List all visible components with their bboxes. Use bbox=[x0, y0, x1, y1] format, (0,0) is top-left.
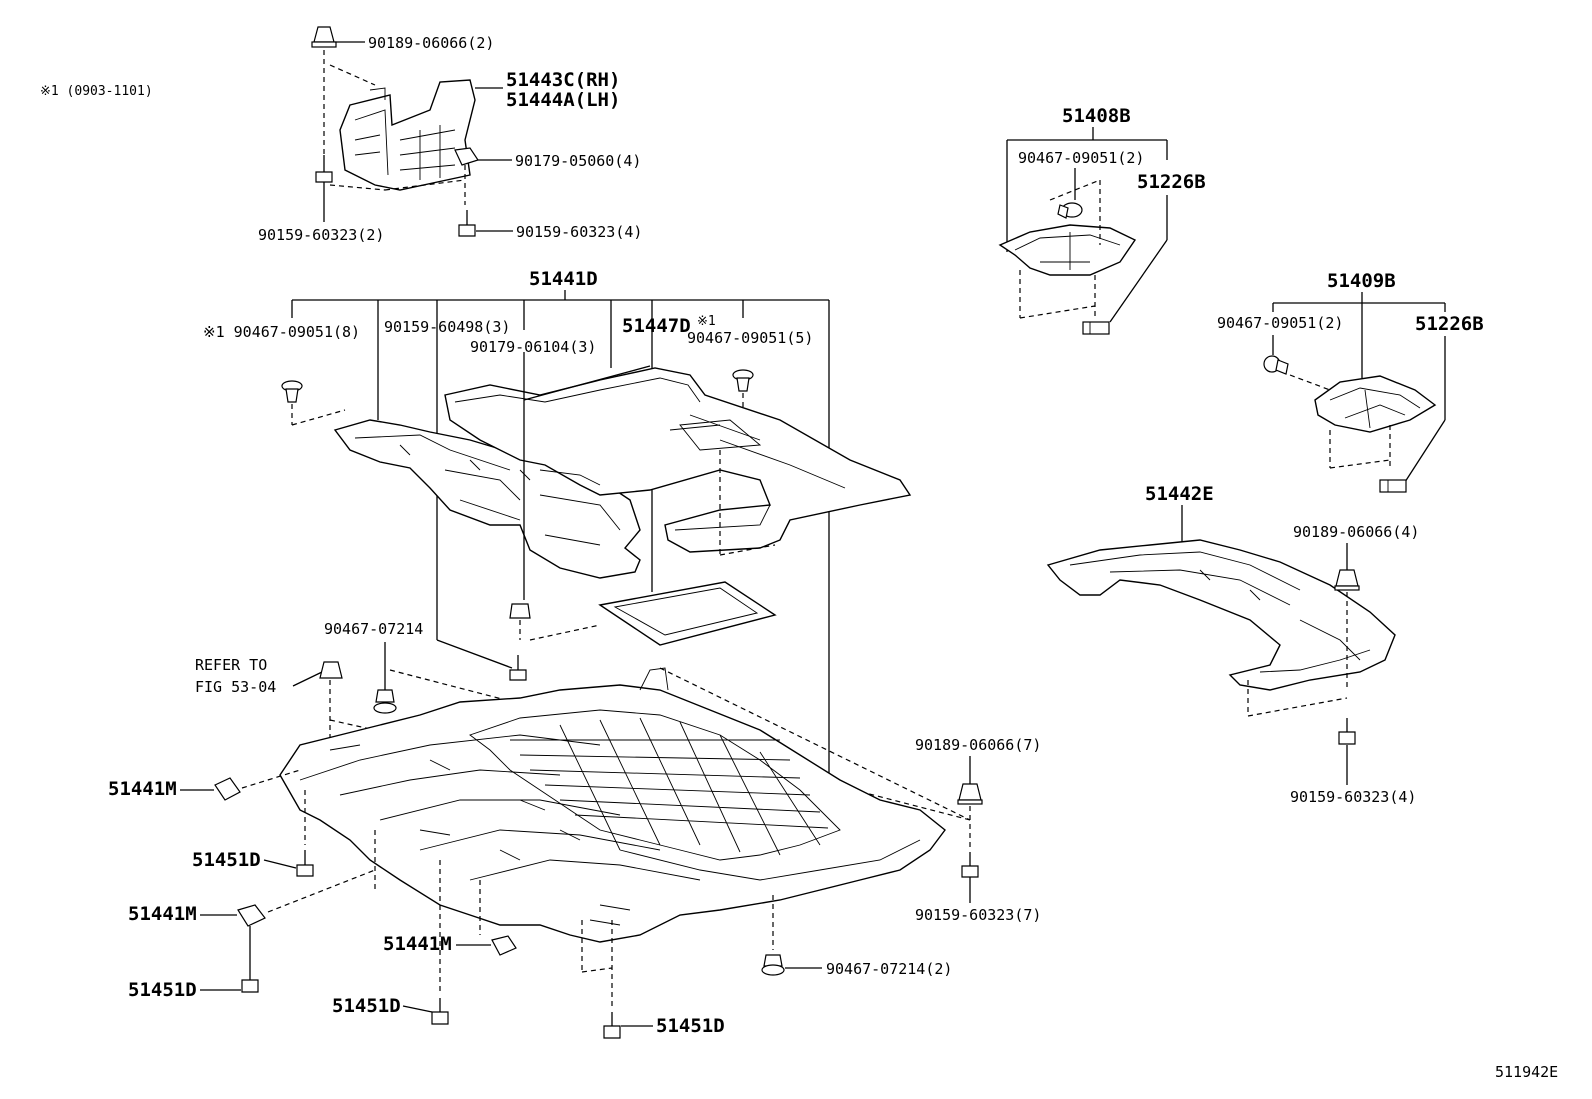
clip-90467-51408B bbox=[1057, 202, 1083, 219]
clip-51226B-b bbox=[1379, 479, 1407, 493]
label-90159-60323-7: 90159-60323(7) bbox=[915, 906, 1041, 924]
label-90179-06104-3: 90179-06104(3) bbox=[470, 338, 596, 356]
label-51447D: 51447D bbox=[622, 315, 691, 337]
bolt-90159-60323-7 bbox=[961, 852, 979, 878]
label-51451D-c: 51451D bbox=[332, 995, 401, 1017]
label-51451D-d: 51451D bbox=[656, 1015, 725, 1037]
bolt-90159-60323-4b bbox=[1338, 718, 1356, 745]
label-51442E: 51442E bbox=[1145, 483, 1214, 505]
clip-90189-06066-4 bbox=[1334, 569, 1360, 591]
label-90159-60323-2: 90159-60323(2) bbox=[258, 226, 384, 244]
bolt-51451D-b bbox=[241, 968, 259, 993]
label-51451D-b: 51451D bbox=[128, 979, 197, 1001]
clip-refer-fig bbox=[319, 661, 343, 679]
label-51441M-a: 51441M bbox=[108, 778, 177, 800]
label-90159-60323-4b: 90159-60323(4) bbox=[1290, 788, 1416, 806]
clip-90467-07214-bottom bbox=[761, 954, 785, 976]
label-90159-60498-3: 90159-60498(3) bbox=[384, 318, 510, 336]
gasket-51447D bbox=[444, 367, 912, 553]
label-51226B-a: 51226B bbox=[1137, 171, 1206, 193]
label-90467-07214: 90467-07214 bbox=[324, 620, 423, 638]
nut-51441M-c bbox=[491, 935, 517, 956]
nut-51441M-b bbox=[237, 904, 266, 927]
clip-90467-07214-top bbox=[373, 689, 397, 714]
label-51443C: 51443C(RH) bbox=[506, 69, 620, 91]
clip-90189-06066-7 bbox=[957, 783, 983, 805]
label-90467-09051-8: ※1 90467-09051(8) bbox=[203, 323, 360, 341]
nut-51441M-a bbox=[214, 777, 241, 801]
cover-51409B bbox=[1314, 375, 1437, 433]
clip-90189-top bbox=[311, 26, 337, 48]
label-51441M-c: 51441M bbox=[383, 933, 452, 955]
label-51408B: 51408B bbox=[1062, 105, 1131, 127]
under-cover-51441D bbox=[333, 419, 641, 579]
clip-51226B-a bbox=[1082, 321, 1110, 335]
bolt-90159-left bbox=[315, 155, 333, 183]
clip-90467-right bbox=[732, 369, 754, 392]
label-90189-06066-7: 90189-06066(7) bbox=[915, 736, 1041, 754]
label-51451D-a: 51451D bbox=[192, 849, 261, 871]
label-90467-09051-2b: 90467-09051(2) bbox=[1217, 314, 1343, 332]
label-51409B: 51409B bbox=[1327, 270, 1396, 292]
label-90467-09051-5: 90467-09051(5) bbox=[687, 329, 813, 347]
label-90179-05060-4: 90179-05060(4) bbox=[515, 152, 641, 170]
label-51444A: 51444A(LH) bbox=[506, 89, 620, 111]
clip-90467-51409B bbox=[1263, 355, 1289, 375]
bolt-51451D-d bbox=[603, 1012, 621, 1039]
under-cover-main bbox=[279, 667, 946, 943]
bolt-90159-right bbox=[458, 210, 476, 237]
refer-to-text: REFER TO bbox=[195, 656, 267, 674]
label-90189-06066-2: 90189-06066(2) bbox=[368, 34, 494, 52]
label-90189-06066-4: 90189-06066(4) bbox=[1293, 523, 1419, 541]
figure-id: 511942E bbox=[1495, 1063, 1558, 1081]
label-51441D: 51441D bbox=[529, 268, 598, 290]
label-51226B-b: 51226B bbox=[1415, 313, 1484, 335]
label-90467-09051-2a: 90467-09051(2) bbox=[1018, 149, 1144, 167]
label-51441M-b: 51441M bbox=[128, 903, 197, 925]
clip-90467-left bbox=[281, 380, 303, 403]
cover-51408B bbox=[998, 224, 1137, 276]
label-51447D-note: ※1 bbox=[697, 314, 716, 329]
bolt-51451D-c bbox=[431, 998, 449, 1025]
clip-90179-06104 bbox=[509, 603, 531, 619]
bolt-51451D-a bbox=[296, 850, 314, 877]
side-bracket-part bbox=[339, 79, 476, 191]
bolt-90159-60498 bbox=[509, 655, 527, 681]
applicability-note: ※1 (0903-1101) bbox=[40, 84, 153, 99]
refer-fig-text: FIG 53-04 bbox=[195, 678, 276, 696]
label-90467-07214-2: 90467-07214(2) bbox=[826, 960, 952, 978]
under-cover-51442E bbox=[1046, 539, 1396, 691]
label-90159-60323-4a: 90159-60323(4) bbox=[516, 223, 642, 241]
service-hole-cover bbox=[598, 581, 777, 646]
